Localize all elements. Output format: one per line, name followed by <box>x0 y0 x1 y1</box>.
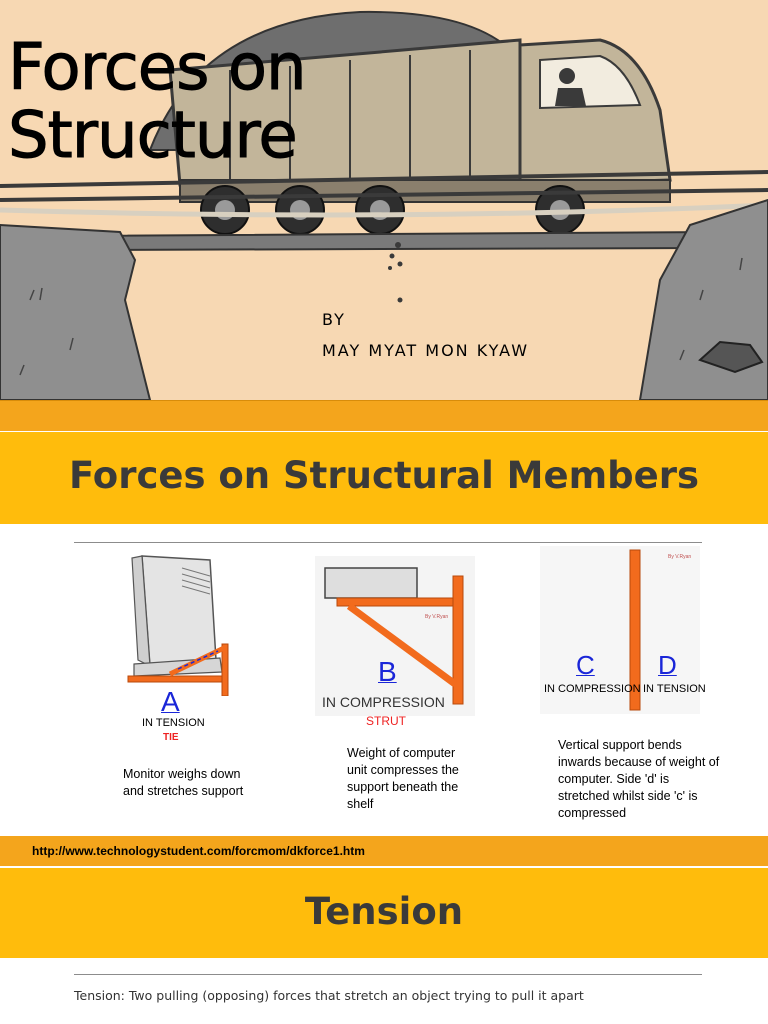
source-url-link[interactable]: http://www.technologystudent.com/forcmom… <box>32 844 365 858</box>
title-line-2: Structure <box>8 99 299 173</box>
truck-on-bridge-illustration <box>0 10 768 400</box>
title-slide: Forces on Structure BY MAY MYAT MON KYAW <box>0 0 768 400</box>
figure-cd-caption: Vertical support bends inwards because o… <box>558 738 720 820</box>
figure-b-state: IN COMPRESSION <box>322 694 445 710</box>
figure-a-monitor-diagram <box>127 555 229 696</box>
orange-separator-band <box>0 400 768 431</box>
divider-line <box>74 974 702 975</box>
divider-line <box>74 542 702 543</box>
figure-b-shelf-diagram: By V.Ryan <box>315 556 475 716</box>
figure-c-letter: C <box>576 650 595 680</box>
figure-b-signature: By V.Ryan <box>425 614 448 620</box>
slide3-header: Tension <box>0 866 768 958</box>
figure-cd-signature: By V.Ryan <box>668 554 691 560</box>
figure-d-state: IN TENSION <box>643 683 706 695</box>
author-name: MAY MYAT MON KYAW <box>322 341 530 360</box>
figure-a-member: TIE <box>163 732 179 743</box>
slide2-header: Forces on Structural Members <box>0 432 768 524</box>
figure-d-letter: D <box>658 650 677 680</box>
slide3-heading: Tension <box>304 890 464 933</box>
figure-a-state: IN TENSION <box>142 717 205 729</box>
tension-definition: Tension: Two pulling (opposing) forces t… <box>74 988 584 1003</box>
source-url-band: http://www.technologystudent.com/forcmom… <box>0 836 768 866</box>
figure-b-caption: Weight of computer unit compresses the s… <box>347 746 459 811</box>
figure-b-member: STRUT <box>366 714 406 728</box>
by-label: BY <box>322 310 346 329</box>
slide2-heading: Forces on Structural Members <box>69 454 699 497</box>
title-line-1: Forces on <box>8 31 308 105</box>
figure-c-state: IN COMPRESSION <box>544 683 641 695</box>
figure-cd-vertical-support-diagram: By V.Ryan <box>540 546 700 714</box>
figure-a-caption: Monitor weighs down and stretches suppor… <box>123 767 244 798</box>
figure-b-letter: B <box>378 656 397 687</box>
figure-a-letter: A <box>161 686 180 717</box>
